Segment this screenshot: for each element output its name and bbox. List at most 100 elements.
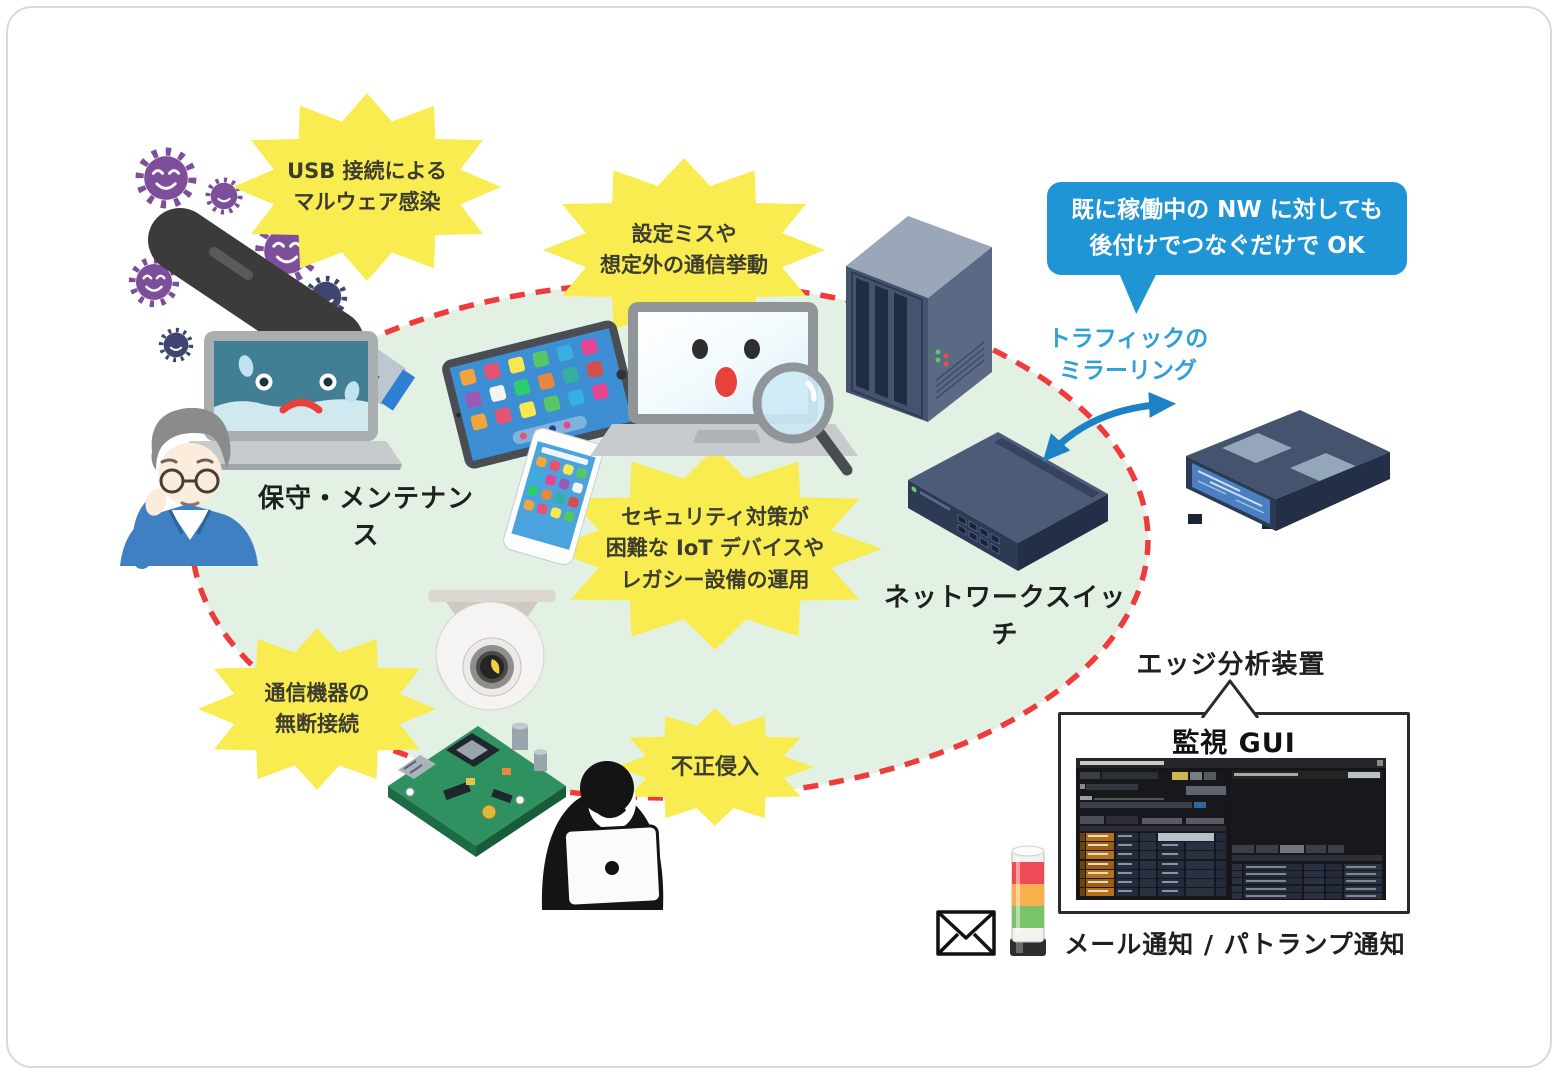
gui-mock-block bbox=[1158, 879, 1184, 887]
gui-mock-block bbox=[1086, 860, 1114, 869]
gui-mock-block bbox=[1076, 758, 1386, 768]
gui-mock-block bbox=[1186, 842, 1214, 851]
gui-mock-block bbox=[1232, 871, 1242, 878]
gui-mock-block bbox=[1216, 879, 1226, 887]
gui-mock-block bbox=[1080, 842, 1085, 851]
gui-mock-block bbox=[1140, 879, 1156, 887]
gui-mock-block bbox=[1346, 894, 1376, 897]
gui-mock-block bbox=[1080, 761, 1164, 765]
gui-mock-block bbox=[1194, 802, 1206, 808]
label-monitoring-gui: 監視 GUI bbox=[1172, 728, 1296, 759]
callout-bubble: 既に稼働中の NW に対しても 後付けでつなぐだけで OK bbox=[1047, 182, 1407, 275]
gui-mock-block bbox=[1080, 784, 1085, 789]
gui-mock-block bbox=[1086, 879, 1114, 887]
gui-mock-block bbox=[1216, 842, 1226, 851]
malware-germ-icon bbox=[158, 327, 194, 363]
gui-mock-block bbox=[1306, 845, 1326, 853]
gui-mock-block bbox=[1190, 772, 1202, 780]
gui-mock-block bbox=[1080, 772, 1100, 779]
gui-mock-block bbox=[1256, 845, 1278, 853]
gui-mock-block bbox=[1116, 860, 1138, 869]
gui-mock-block bbox=[1186, 860, 1214, 869]
malware-germ-icon bbox=[205, 177, 243, 215]
gui-mock-block bbox=[1162, 871, 1178, 874]
gui-mock-block bbox=[1158, 842, 1184, 851]
callout-text: 後付けでつなぐだけで OK bbox=[1089, 232, 1365, 259]
gui-mock-block bbox=[1232, 845, 1254, 853]
edge-analyzer-illustration bbox=[1186, 410, 1390, 531]
gui-mock-block bbox=[1204, 772, 1216, 780]
gui-mock-block bbox=[1232, 771, 1382, 779]
gui-mock-block bbox=[1346, 866, 1376, 868]
burst-text: 不正侵入 bbox=[670, 754, 759, 780]
gui-mock-block bbox=[1140, 851, 1156, 860]
gui-mock-block bbox=[1088, 835, 1108, 837]
gui-mock-block bbox=[1216, 833, 1226, 841]
gui-mock-block bbox=[1328, 845, 1344, 853]
gui-mock-block bbox=[1158, 888, 1184, 897]
gui-mock-block bbox=[1140, 842, 1156, 851]
gui-mock-block bbox=[1088, 853, 1108, 856]
gui-mock-block bbox=[1088, 844, 1108, 847]
gui-mock-block bbox=[1118, 881, 1132, 883]
gui-mock-block bbox=[1118, 835, 1132, 837]
label-traffic-mirroring: トラフィックの ミラーリング bbox=[1036, 323, 1220, 387]
gui-mock-block bbox=[1116, 879, 1138, 887]
mirroring-arrow bbox=[1042, 391, 1176, 462]
label-edge-analyzer: エッジ分析装置 bbox=[1136, 650, 1326, 680]
burst-text: マルウェア感染 bbox=[293, 190, 441, 214]
burst-text: 無断接続 bbox=[275, 712, 359, 736]
gui-mock-block bbox=[1186, 888, 1214, 897]
gui-mock-block bbox=[1216, 869, 1226, 878]
gui-mock-block bbox=[1162, 853, 1178, 856]
burst-text: 設定ミスや bbox=[631, 221, 737, 246]
gui-mock-block bbox=[1246, 866, 1286, 868]
gui-mock-block bbox=[1118, 853, 1132, 856]
gui-mock-block bbox=[1088, 871, 1108, 874]
gui-mock-block bbox=[1162, 881, 1178, 883]
gui-mock-block bbox=[1246, 894, 1286, 897]
monitoring-gui-box: 監視 GUI bbox=[1058, 712, 1410, 914]
gui-mock-block bbox=[1080, 869, 1085, 878]
gui-mock-block bbox=[1080, 879, 1085, 887]
gui-mock-block bbox=[1346, 873, 1376, 876]
gui-mock-block bbox=[1246, 880, 1286, 883]
gui-mock-block bbox=[1158, 833, 1214, 841]
gui-mock-block bbox=[1086, 833, 1114, 841]
gui-mock-block bbox=[1080, 860, 1085, 869]
mail-icon bbox=[936, 910, 996, 956]
gui-mock-block bbox=[1304, 864, 1324, 870]
gui-mock-block bbox=[1162, 890, 1178, 893]
gui-mock-block bbox=[1304, 885, 1324, 892]
label-network-switch: ネットワークスイッチ bbox=[883, 583, 1127, 650]
gui-mock-block bbox=[1140, 888, 1156, 897]
gui-mock-block bbox=[1140, 833, 1156, 841]
gui-mock-block bbox=[1088, 881, 1108, 883]
burst-text: USB 接続による bbox=[287, 158, 447, 183]
maintenance-person-illustration bbox=[120, 407, 258, 569]
gui-mock-block bbox=[1116, 833, 1138, 841]
gui-mock-block bbox=[1086, 842, 1114, 851]
gui-mock-block bbox=[1326, 892, 1342, 899]
gui-mock-block bbox=[1232, 878, 1242, 885]
worried-laptop-illustration bbox=[174, 331, 402, 470]
gui-mock-block bbox=[1158, 851, 1184, 860]
gui-mock-block bbox=[1158, 860, 1184, 869]
gui-mock-block bbox=[1246, 873, 1286, 876]
mirroring-text: ミラーリング bbox=[1059, 358, 1197, 385]
gui-mock-block bbox=[1346, 887, 1376, 890]
monitoring-gui-screenshot bbox=[1076, 758, 1386, 900]
gui-mock-block bbox=[1080, 796, 1092, 800]
gui-mock-block bbox=[1326, 885, 1342, 892]
gui-mock-block bbox=[1140, 869, 1156, 878]
gui-mock-block bbox=[1186, 879, 1214, 887]
gui-mock-block bbox=[1377, 760, 1383, 766]
gui-mock-block bbox=[1232, 855, 1382, 861]
gui-mock-block bbox=[1346, 880, 1376, 883]
gui-mock-block bbox=[1304, 871, 1324, 878]
gui-mock-block bbox=[1246, 887, 1286, 890]
gui-mock-block bbox=[1162, 862, 1178, 865]
server-tower-illustration bbox=[846, 216, 992, 422]
gui-mock-block bbox=[1326, 864, 1342, 870]
